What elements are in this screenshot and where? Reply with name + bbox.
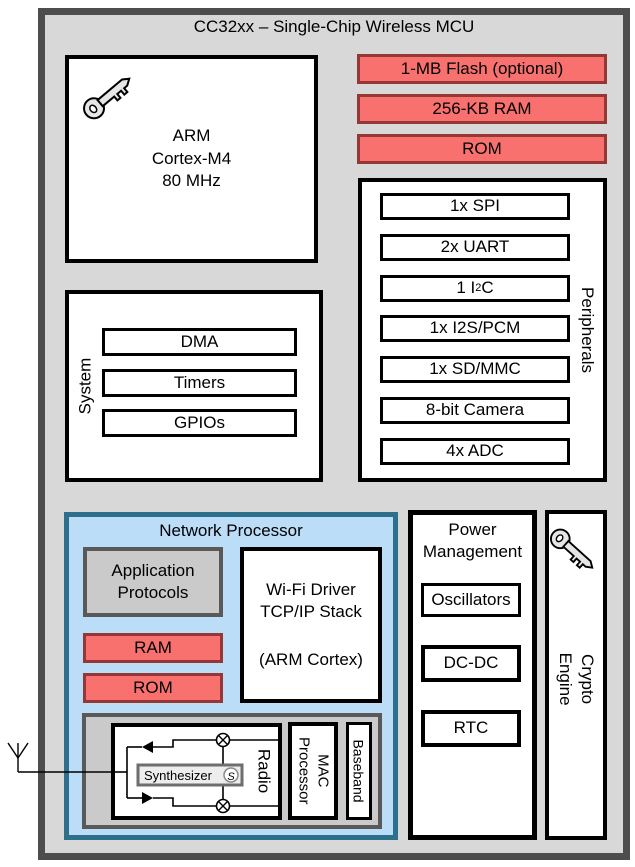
power-item-rtc: RTC [421,710,521,747]
radio-subsystem-block: Synthesizer S Radio [82,713,382,829]
tx-amp-icon [142,792,153,804]
network-processor-title: Network Processor [159,520,303,540]
radio-vertical-label: Radio [254,749,274,794]
mac-processor-block: MAC Processor [288,722,338,820]
memory-rom-block: ROM [357,134,607,164]
peripheral-item-i2s: 1x I2S/PCM [380,315,570,342]
peripheral-item-spi: 1x SPI [380,193,570,220]
radio-block: Synthesizer S Radio [111,723,282,820]
chip-title: CC32xx – Single-Chip Wireless MCU [193,16,475,36]
system-item-dma: DMA [102,328,297,356]
rx-amp-icon [142,741,153,753]
synth-symbol: S [227,771,235,783]
system-item-gpios: GPIOs [102,409,297,437]
np-rom-block: ROM [83,673,223,703]
synthesizer-label: Synthesizer [144,768,213,783]
wifi-driver-block: Wi-Fi Driver TCP/IP Stack (ARM Cortex) [240,547,382,703]
key-icon [541,514,611,583]
power-management-title: Power Management [422,519,523,561]
cpu-block: ARM Cortex-M4 80 MHz [65,55,318,263]
crypto-vertical-label: Crypto Engine [556,652,598,706]
application-protocols-block: Application Protocols [83,547,223,617]
memory-ram-label: 256-KB RAM [432,98,532,118]
wifi-line1: Wi-Fi Driver [266,579,356,599]
system-vertical-label: System [74,357,94,415]
memory-ram-block: 256-KB RAM [357,94,607,124]
peripheral-item-sdmmc: 1x SD/MMC [380,356,570,383]
synth-symbol-circle [223,767,239,783]
mixer-icon [215,732,231,748]
baseband-block: Baseband [346,722,372,820]
antenna-icon [7,742,115,773]
power-item-oscillators: Oscillators [421,583,521,617]
radio-schematic: Synthesizer S [115,732,278,814]
memory-flash-block: 1-MB Flash (optional) [357,54,607,84]
power-item-dcdc: DC-DC [421,645,521,682]
wifi-line2: TCP/IP Stack [260,601,362,621]
mixer-icon [215,798,231,814]
peripheral-item-camera: 8-bit Camera [380,397,570,424]
np-ram-block: RAM [83,633,223,663]
power-management-block: Power Management Oscillators DC-DC RTC [408,510,537,840]
memory-rom-label: ROM [462,138,502,158]
peripherals-vertical-label: Peripherals [578,287,598,373]
cpu-line1: ARM [172,125,211,145]
synthesizer-box [136,763,244,787]
cpu-line2: Cortex-M4 [151,148,232,168]
system-item-timers: Timers [102,369,297,397]
page-title: CC32xx – Single-Chip Wireless MCU [38,15,630,39]
peripheral-item-uart: 2x UART [380,234,570,261]
memory-flash-label: 1-MB Flash (optional) [400,58,564,78]
peripheral-item-adc: 4x ADC [380,438,570,465]
network-processor-block: Network Processor Application Protocols … [64,512,398,840]
key-icon [69,58,142,128]
system-block: System DMA Timers GPIOs [65,290,323,482]
cpu-line3: 80 MHz [162,171,221,191]
wifi-line3: (ARM Cortex) [259,650,363,670]
crypto-engine-block: Crypto Engine [545,510,607,840]
